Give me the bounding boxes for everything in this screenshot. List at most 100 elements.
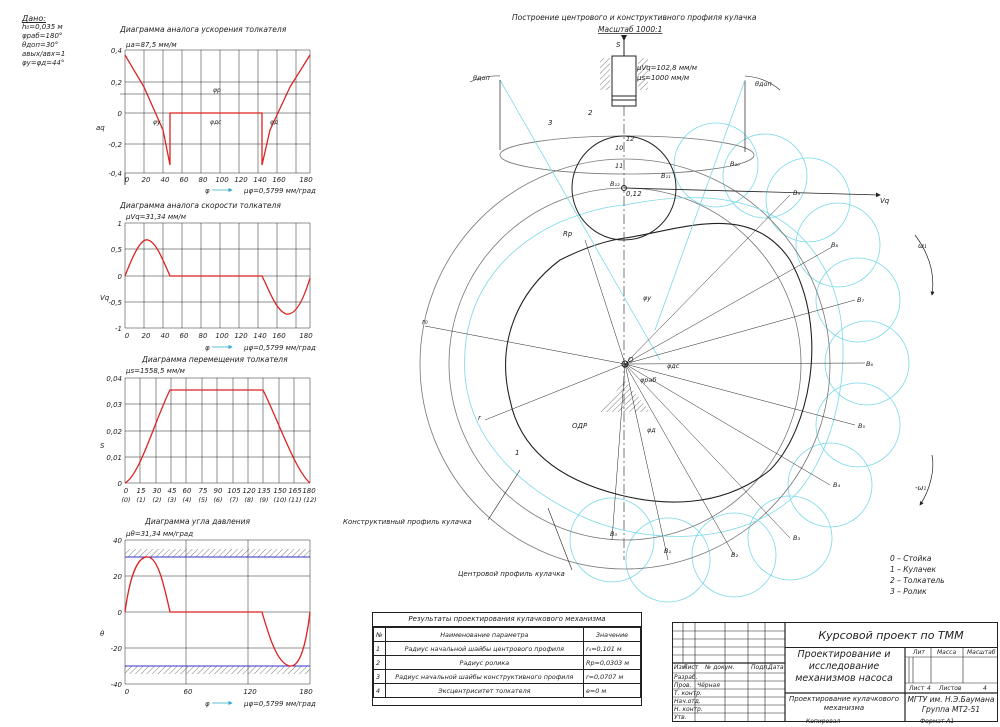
accel-xlabel: φ xyxy=(205,187,210,195)
label-B: B₆ xyxy=(866,360,873,368)
label-B: B₁₁ xyxy=(661,172,671,180)
displacement-ytick: 0 xyxy=(118,480,123,488)
displacement-ytick: 0,02 xyxy=(106,428,122,436)
legend-item: 2 – Толкатель xyxy=(890,576,945,585)
results-cell: r=0,0707 м xyxy=(583,669,641,684)
displacement-pos: (2) xyxy=(152,496,161,504)
pressure-ytick: 20 xyxy=(113,573,122,581)
label-r: r xyxy=(478,414,482,422)
label-phi-y: φу xyxy=(643,294,651,302)
given-block: Дано: h₀=0,035 м φраб=180° θдоп=30° aвых… xyxy=(22,14,65,68)
accel-phase: φд xyxy=(270,119,278,126)
displacement-ytick: 0,04 xyxy=(106,375,122,383)
cam-scale: Масштаб 1000:1 xyxy=(598,25,662,34)
results-cell: Радиус начальной шайбы центрового профил… xyxy=(384,641,585,656)
label-theta-left: θдоп xyxy=(473,74,490,82)
cam-title: Построение центрового и конструктивного … xyxy=(512,13,757,22)
pressure-diagram: Диаграмма угла давления μθ=31,34 мм/град… xyxy=(100,517,316,708)
label-10: 10 xyxy=(615,144,623,152)
displacement-xtick: 60 xyxy=(183,487,192,495)
displacement-xtick: 45 xyxy=(168,487,177,495)
displacement-pos: (8) xyxy=(244,496,253,504)
label-B: B₁ xyxy=(664,547,671,555)
accel-xtick: 80 xyxy=(199,176,208,184)
title-block-grid xyxy=(673,623,997,721)
displacement-pos: (5) xyxy=(198,496,207,504)
displacement-pos: (10) xyxy=(273,496,286,504)
velocity-xtick: 180 xyxy=(299,332,313,340)
sheets-label: Листов xyxy=(939,685,962,692)
velocity-xtick: 80 xyxy=(199,332,208,340)
velocity-ytick: -0,5 xyxy=(108,299,122,307)
velocity-xtick: 20 xyxy=(142,332,151,340)
pressure-title: Диаграмма угла давления xyxy=(144,517,250,526)
given-line: aвых/aвх=1 xyxy=(22,50,66,58)
sheets-number: 4 xyxy=(983,685,987,692)
displacement-pos: (7) xyxy=(229,496,238,504)
legend-item: 3 – Ролик xyxy=(890,587,927,596)
displacement-scale: μs=1558,5 мм/м xyxy=(125,367,186,375)
results-cell: Rр=0,0303 м xyxy=(583,655,641,670)
velocity-xtick: 120 xyxy=(234,332,248,340)
header-cell: Масса xyxy=(937,649,957,656)
velocity-ytick: 0 xyxy=(118,273,123,281)
displacement-pos: (6) xyxy=(213,496,222,504)
label-S: S xyxy=(616,41,621,49)
displacement-pos: (4) xyxy=(182,496,191,504)
accel-diagram: Диаграмма аналога ускорения толкателя μa… xyxy=(96,25,316,195)
displacement-xtick: 90 xyxy=(214,487,223,495)
label-phi-raq: φраб xyxy=(640,376,656,384)
cam-mu-s: μs=1000 мм/м xyxy=(636,74,690,82)
given-heading: Дано: xyxy=(22,14,46,23)
results-header: № xyxy=(373,627,386,642)
accel-phase: φр xyxy=(213,87,221,94)
label-r0: r₀ xyxy=(422,318,428,326)
results-cell: e=0 м xyxy=(583,683,641,698)
label-B: B₁₂ xyxy=(610,180,620,188)
accel-xtick: 20 xyxy=(142,176,151,184)
accel-phase: φдс xyxy=(210,119,222,126)
label-11: 11 xyxy=(615,162,623,170)
legend: 0 – Стойка 1 – Кулачек 2 – Толкатель 3 –… xyxy=(890,553,945,597)
results-cell: Радиус начальной шайбы конструктивного п… xyxy=(384,669,585,684)
given-line: φраб=180° xyxy=(22,32,63,40)
displacement-pos: (3) xyxy=(167,496,176,504)
accel-title: Диаграмма аналога ускорения толкателя xyxy=(119,25,287,34)
accel-xtick: 60 xyxy=(180,176,189,184)
pressure-scale: μθ=31,34 мм/град xyxy=(125,530,193,538)
pressure-xlabel: φ xyxy=(205,700,210,708)
pressure-ytick: -20 xyxy=(111,645,123,653)
displacement-title: Диаграмма перемещения толкателя xyxy=(141,355,288,364)
displacement-xtick: 30 xyxy=(153,487,162,495)
results-cell: r₀=0,101 м xyxy=(583,641,641,656)
label-phi-ds: φдс xyxy=(667,362,680,370)
pressure-xtick: 0 xyxy=(125,688,130,696)
results-header: Наименование параметра xyxy=(384,627,585,642)
label-3: 3 xyxy=(548,119,552,127)
accel-xtick: 100 xyxy=(215,176,229,184)
accel-ytick: -0,4 xyxy=(108,170,122,178)
velocity-xscale: μφ=0,5799 мм/град xyxy=(243,344,316,352)
pressure-xtick: 120 xyxy=(243,688,257,696)
organization: МГТУ им. Н.Э.Баумана Группа МТ2-51 xyxy=(907,695,995,714)
legend-item: 0 – Стойка xyxy=(890,554,932,563)
displacement-ytick: 0,01 xyxy=(106,454,122,462)
displacement-xtick: 0 xyxy=(124,487,129,495)
results-cell: Эксцентриситет толкателя xyxy=(384,683,585,698)
accel-xscale: μφ=0,5799 мм/град xyxy=(243,187,316,195)
displacement-xtick: 135 xyxy=(257,487,271,495)
displacement-pos: (12) xyxy=(303,496,316,504)
left-header: Изм xyxy=(674,664,687,671)
accel-phase: φу xyxy=(153,119,161,126)
results-cell: 3 xyxy=(373,669,386,684)
displacement-pos: (11) xyxy=(288,496,301,504)
role: Разраб. xyxy=(674,674,698,681)
label-1: 1 xyxy=(515,449,519,457)
role: Т. контр. xyxy=(674,690,702,697)
displacement-pos: (0) xyxy=(121,496,130,504)
accel-xtick: 0 xyxy=(125,176,130,184)
cam-mu-vq: μVq=102,8 мм/м xyxy=(636,64,698,72)
accel-ytick: 0 xyxy=(118,110,123,118)
left-header: Подп. xyxy=(751,664,770,671)
